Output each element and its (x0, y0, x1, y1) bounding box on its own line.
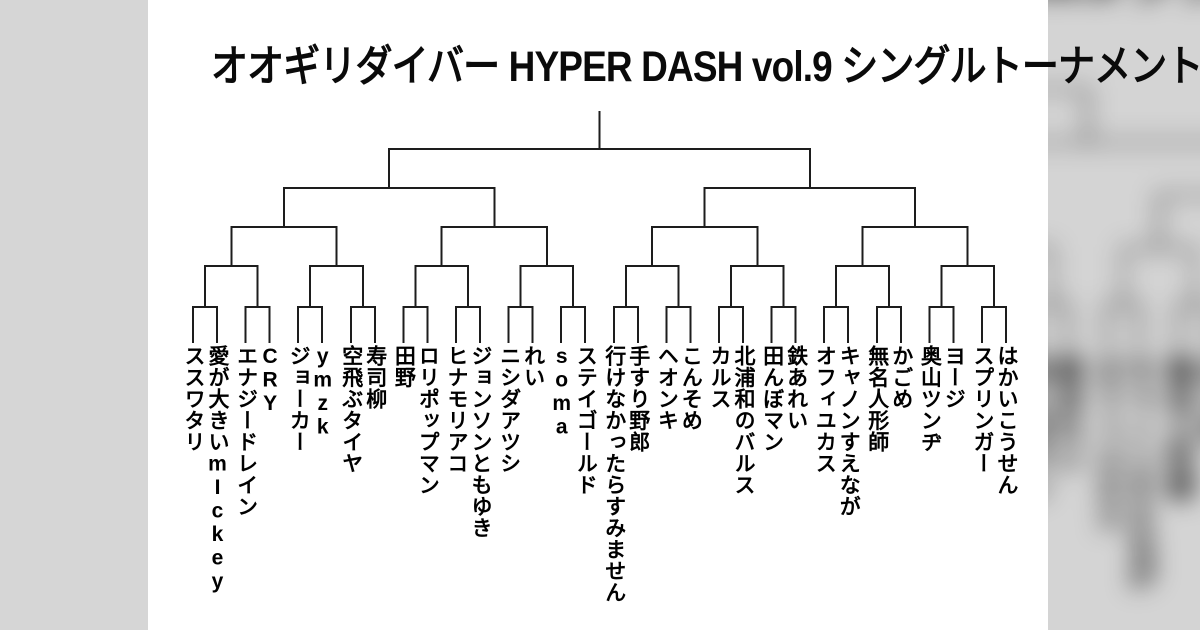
participant-name: ロリポップマン (416, 345, 440, 496)
participant-name: こんそめ (679, 345, 703, 431)
bracket-panel: オオギリダイバー HYPER DASH vol.9 シングルトーナメント ススワ… (148, 0, 1200, 630)
bracket-connector-path (192, 111, 1007, 343)
participant-name: オフィユカス (813, 345, 837, 474)
participant-name: はかいこうせん (995, 345, 1018, 496)
participant-name: ジョーカー (287, 345, 311, 453)
participant-name: ステイゴールド (574, 345, 598, 496)
participant-name: 奥山ツンヂ (918, 345, 942, 453)
participant-name: エナジードレイン (234, 345, 258, 517)
participant-name: かごめ (889, 345, 913, 410)
participant-name: ヨージ (942, 345, 966, 410)
participant-name: 無名人形師 (865, 345, 889, 453)
participant-name: ススワタリ (182, 345, 205, 453)
participant-name: ymzk (311, 345, 335, 439)
participant-name: 行けなかったらすみません (602, 345, 626, 603)
participant-name: 愛が大きいmIckey (206, 345, 229, 594)
participant-name: キャノンすえなが (837, 345, 861, 517)
bracket-lines (192, 111, 1007, 343)
participant-name: ヒナモリアコ (445, 345, 468, 474)
participant-name: CRY (258, 345, 282, 416)
participant-name: ジョンソンともゆき (469, 345, 492, 539)
participant-name: 寿司柳 (363, 345, 387, 410)
participant-name: カルス (708, 345, 731, 410)
participant-name: ニシダアツシ (497, 345, 521, 474)
participant-name: スプリンガー (971, 345, 994, 474)
participant-name: 田野 (392, 345, 416, 388)
participant-name: 田んぼマン (760, 345, 784, 453)
participant-name: 手すり野郎 (626, 345, 650, 453)
participant-name: 鉄あれい (784, 345, 808, 431)
participant-name: soma (550, 345, 574, 439)
participant-name: 空飛ぶタイヤ (339, 345, 363, 474)
participant-name: ヘオンキ (655, 345, 679, 431)
participant-name: れい (521, 345, 545, 388)
participant-name: 北浦和のバルス (732, 345, 755, 496)
